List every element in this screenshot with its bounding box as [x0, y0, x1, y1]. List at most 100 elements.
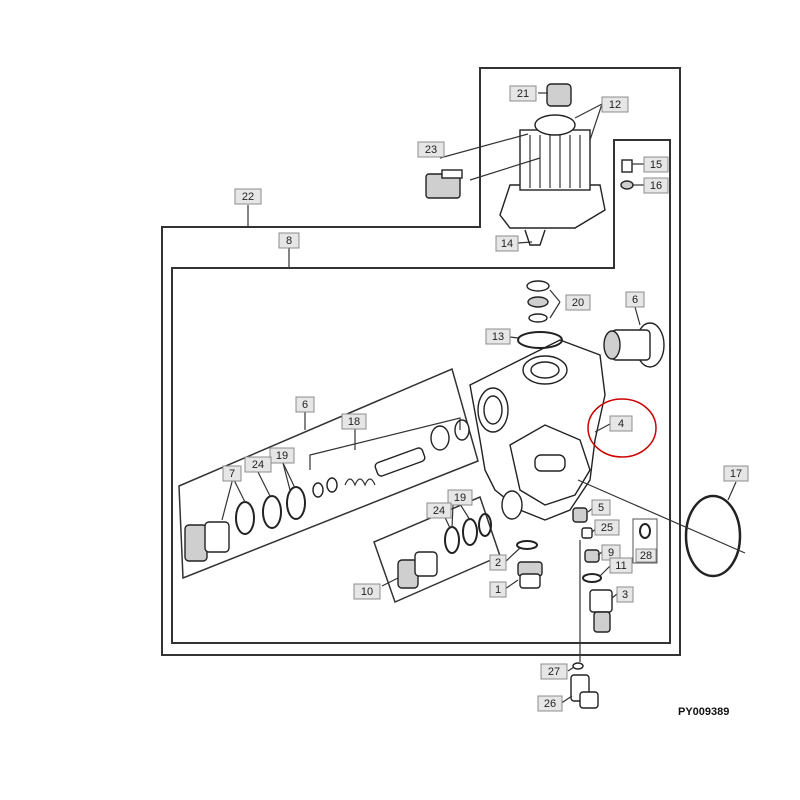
svg-text:20: 20	[572, 297, 584, 309]
leader-line	[282, 462, 291, 491]
leader-line	[594, 423, 611, 433]
svg-text:24: 24	[252, 459, 264, 471]
callout-4: 4	[609, 415, 633, 432]
callout-28: 28	[635, 548, 657, 563]
leader-line	[597, 551, 603, 556]
callout-7: 7	[222, 465, 242, 482]
svg-text:6: 6	[302, 399, 308, 411]
cartridge-valve-right	[603, 322, 665, 368]
leader-line	[727, 481, 737, 501]
o-ring-2	[516, 540, 538, 550]
o-ring	[478, 513, 492, 537]
callout-15: 15	[643, 156, 669, 173]
leader-line	[574, 103, 603, 119]
callout-21: 21	[509, 85, 537, 102]
connector-plug	[425, 169, 463, 199]
svg-text:6: 6	[632, 294, 638, 306]
o-ring	[235, 501, 255, 535]
highlight-circle	[587, 398, 657, 458]
callout-14: 14	[495, 235, 519, 252]
callout-24-lower: 24	[426, 502, 452, 519]
o-ring-27	[572, 662, 584, 670]
callout-24-upper: 24	[244, 456, 272, 473]
o-ring	[286, 486, 306, 520]
o-ring-13	[517, 331, 563, 349]
svg-text:17: 17	[730, 468, 742, 480]
leader-line	[257, 471, 271, 497]
axis-line	[577, 479, 746, 554]
leader-line	[634, 306, 641, 326]
cartridge-10	[397, 551, 438, 589]
bracket-18	[309, 417, 461, 470]
svg-text:2: 2	[495, 557, 501, 569]
callout-8: 8	[278, 232, 300, 249]
callout-11: 11	[609, 557, 633, 574]
svg-text:11: 11	[615, 560, 626, 572]
svg-text:26: 26	[544, 698, 556, 710]
leader-line	[589, 103, 603, 141]
frame-assembly-8	[171, 139, 671, 644]
svg-text:24: 24	[433, 505, 445, 517]
svg-text:5: 5	[598, 502, 604, 514]
callout-22: 22	[234, 188, 262, 205]
fitting-25	[581, 527, 593, 539]
callout-1: 1	[489, 581, 507, 598]
leader-line	[611, 593, 618, 599]
callout-6-left: 6	[295, 396, 315, 413]
callout-12: 12	[601, 96, 629, 113]
leader-line	[282, 462, 296, 489]
valve-body	[469, 339, 606, 521]
leader-line	[221, 477, 234, 521]
svg-text:19: 19	[454, 492, 466, 504]
fitting-5	[572, 507, 588, 523]
large-o-ring-17	[684, 494, 742, 578]
solenoid-assembly	[499, 83, 606, 246]
callout-3: 3	[616, 586, 634, 603]
callout-27: 27	[540, 663, 568, 680]
callout-23: 23	[417, 141, 445, 158]
leader-line	[469, 157, 541, 181]
svg-text:21: 21	[517, 88, 529, 100]
callout-6-right: 6	[625, 291, 645, 308]
callout-19-upper: 19	[269, 447, 295, 464]
callout-16: 16	[643, 177, 669, 194]
svg-text:12: 12	[609, 99, 621, 111]
leader-line	[504, 579, 519, 590]
leader-line	[509, 336, 519, 339]
fitting-3	[589, 589, 613, 633]
callout-10: 10	[353, 583, 381, 600]
reference-code: PY009389	[678, 706, 730, 718]
leader-line	[504, 547, 521, 563]
svg-text:14: 14	[501, 238, 513, 250]
o-ring	[444, 526, 460, 554]
leader-line	[232, 477, 246, 503]
fitting-9	[584, 549, 600, 563]
callout-17: 17	[723, 465, 749, 482]
plug-7	[184, 521, 230, 562]
screw-and-washer	[620, 159, 634, 190]
elbow-fitting-26	[570, 674, 599, 709]
frame-assembly-22	[161, 67, 681, 656]
o-ring-28	[639, 523, 651, 539]
callout-13: 13	[485, 328, 511, 345]
plug-1	[517, 561, 543, 589]
o-ring-11	[582, 573, 602, 583]
svg-text:3: 3	[622, 589, 628, 601]
svg-text:4: 4	[618, 418, 624, 430]
svg-text:15: 15	[650, 159, 662, 171]
backup-ring	[262, 495, 282, 529]
svg-text:9: 9	[608, 547, 614, 559]
leader-line	[381, 577, 399, 587]
callout-19-lower: 19	[447, 489, 473, 506]
leader-line	[517, 241, 533, 244]
svg-text:28: 28	[640, 550, 652, 562]
spring-and-spool-18	[312, 419, 470, 498]
leader-line	[549, 289, 561, 303]
svg-text:1: 1	[495, 584, 501, 596]
callout-25: 25	[594, 519, 620, 536]
backup-ring	[462, 518, 478, 546]
leader-line	[439, 133, 529, 159]
leader-line	[549, 301, 561, 319]
callout-5: 5	[591, 499, 611, 516]
